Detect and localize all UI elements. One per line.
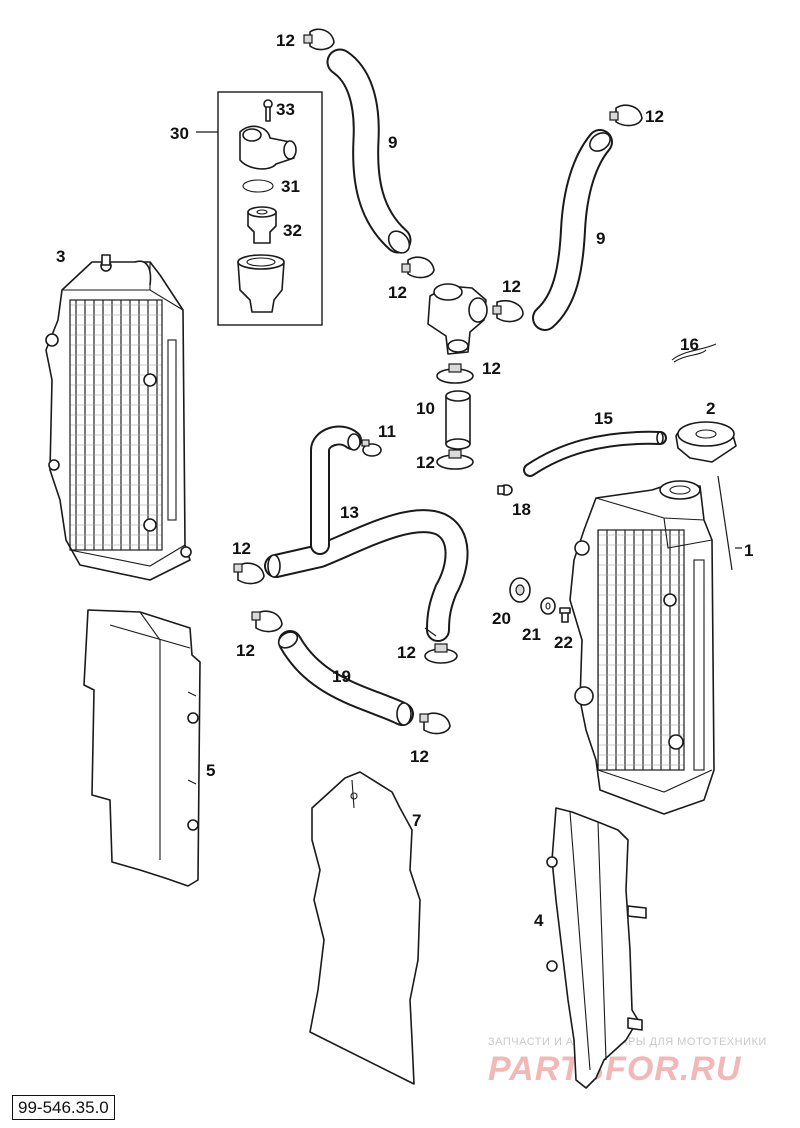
callout-30: 30	[170, 124, 189, 143]
shroud-right-4	[546, 807, 647, 1089]
callout-5: 5	[206, 761, 215, 780]
grommet-20	[509, 577, 531, 603]
callout-31: 31	[281, 177, 300, 196]
screw-33	[263, 99, 273, 122]
callout-12: 12	[388, 283, 407, 302]
callout-12: 12	[232, 539, 251, 558]
watermark-brand: PARTSFOR.RU	[488, 1050, 742, 1088]
callout-33: 33	[276, 100, 295, 119]
shroud-left	[83, 609, 201, 887]
diagram-part-number: 99-546.35.0	[12, 1095, 115, 1120]
callout-12: 12	[397, 643, 416, 662]
callout-19: 19	[332, 667, 351, 686]
callout-15: 15	[594, 409, 613, 428]
callout-22: 22	[554, 633, 573, 652]
bolt-22	[559, 607, 571, 623]
callout-11: 11	[378, 422, 396, 441]
callout-4: 4	[534, 911, 544, 930]
callout-12: 12	[645, 107, 664, 126]
leader-lines	[424, 547, 742, 637]
callout-20: 20	[492, 609, 511, 628]
thermostat-housing	[237, 254, 285, 313]
callout-1: 1	[744, 541, 753, 560]
callout-12: 12	[482, 359, 501, 378]
callout-18: 18	[512, 500, 531, 519]
watermark-tagline: ЗАПЧАСТИ И АКСЕССУАРЫ ДЛЯ МОТОТЕХНИКИ	[488, 1036, 767, 1048]
callout-9: 9	[596, 229, 605, 248]
callout-12: 12	[502, 277, 521, 296]
callout-7: 7	[412, 811, 421, 830]
hose-19	[277, 630, 414, 726]
hose-9-upper-left	[326, 48, 412, 254]
o-ring-31	[242, 179, 274, 193]
callout-12: 12	[410, 747, 429, 766]
short-tube-10	[445, 390, 471, 450]
small-clamp-11	[361, 439, 382, 457]
clip-16	[671, 343, 717, 363]
washer-21	[540, 597, 556, 615]
nipple-18	[497, 484, 513, 496]
callout-9: 9	[388, 133, 397, 152]
callout-10: 10	[416, 399, 435, 418]
callout-16: 16	[680, 335, 699, 354]
callout-2: 2	[706, 399, 715, 418]
callout-32: 32	[283, 221, 302, 240]
hose-13	[264, 425, 469, 642]
hose-clamps	[233, 28, 643, 735]
watermark: ЗАПЧАСТИ И АКСЕССУАРЫ ДЛЯ МОТОТЕХНИКИ PA…	[488, 1036, 767, 1088]
hose-9-upper-right	[532, 129, 613, 331]
radiator-right	[569, 475, 733, 815]
callout-labels: 12 12 9 9 33 30 31 32 3 12 12 16 12 2 10…	[56, 31, 753, 930]
hose-15	[523, 430, 667, 477]
radiator-cap-2	[675, 421, 737, 463]
thermostat-cover	[239, 125, 297, 170]
callout-12: 12	[276, 31, 295, 50]
thermostat-32	[247, 206, 277, 244]
callout-21: 21	[522, 625, 541, 644]
callout-13: 13	[340, 503, 359, 522]
callout-12: 12	[416, 453, 435, 472]
water-pump-junction	[427, 283, 488, 355]
callout-12: 12	[236, 641, 255, 660]
shroud-center-7	[309, 771, 421, 1085]
callout-3: 3	[56, 247, 65, 266]
radiator-left	[45, 254, 192, 581]
thermostat-kit-box	[196, 91, 323, 326]
